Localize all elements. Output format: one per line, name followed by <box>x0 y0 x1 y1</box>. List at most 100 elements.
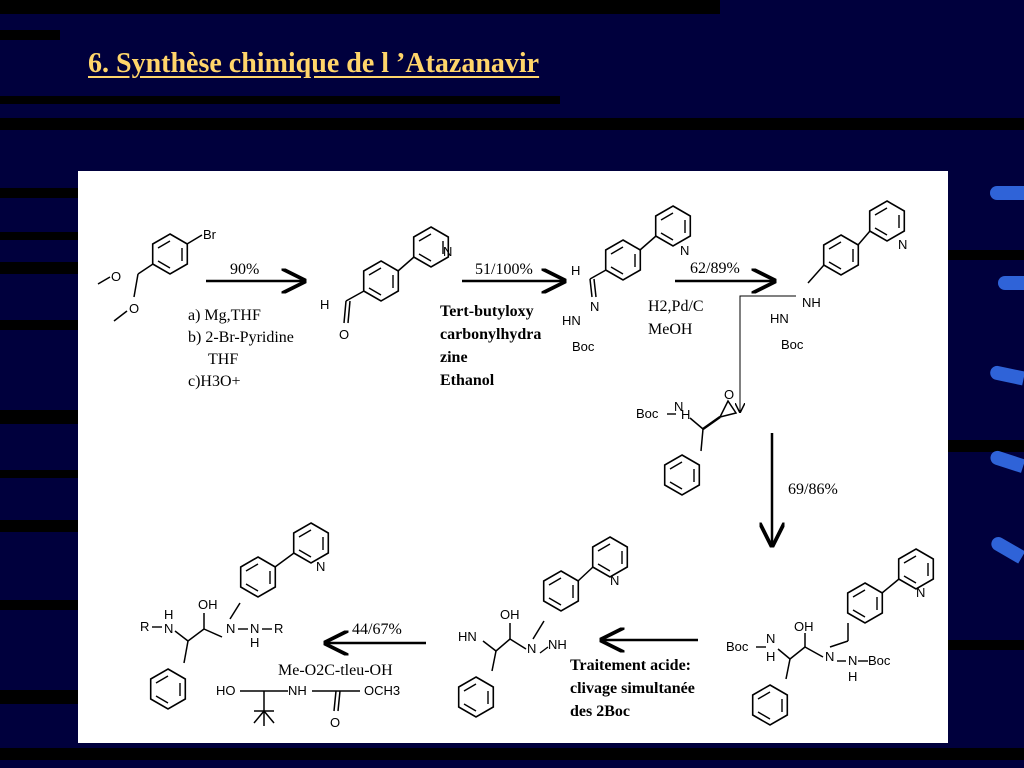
nitrogen-label: N <box>250 621 259 636</box>
nitrogen-label: N <box>226 621 235 636</box>
step2-condition: Tert-butyloxy <box>440 303 534 320</box>
step3-yield: 62/89% <box>690 260 740 277</box>
step6-yield: 44/67% <box>352 621 402 638</box>
background-stripe <box>0 118 1024 130</box>
boc-label: Boc <box>868 653 891 668</box>
nitrogen-label: N <box>898 237 907 252</box>
reaction-scheme-drawing: Br O O N H O N <box>97 200 935 730</box>
aldehyde-intermediate: N H O <box>320 226 452 342</box>
background-stripe <box>0 520 78 532</box>
background-stripe <box>0 30 60 40</box>
deprotected-intermediate: HN OH N N NH <box>457 536 629 718</box>
nh-label: HN <box>458 629 477 644</box>
step3-condition: H2,Pd/C <box>648 298 704 315</box>
step1-yield: 90% <box>230 261 260 278</box>
boc-label: Boc <box>781 337 804 352</box>
hydroxyl-label: OH <box>794 619 814 634</box>
nitrogen-label: N <box>443 244 452 259</box>
bromine-label: Br <box>203 227 217 242</box>
oxygen-label: O <box>129 301 139 316</box>
hydrogen-label: H <box>571 263 580 278</box>
hydroxyl-label: OH <box>198 597 218 612</box>
step2-condition: zine <box>440 349 468 366</box>
nh-label: HN <box>770 311 789 326</box>
step1-condition-a: a) Mg,THF <box>188 307 261 324</box>
background-stripe <box>0 320 78 330</box>
nh-label: NH <box>288 683 307 698</box>
nitrogen-label: N <box>680 243 689 258</box>
background-stripe <box>948 640 1024 650</box>
step2-yield: 51/100% <box>475 261 533 278</box>
decorative-tab <box>998 276 1024 290</box>
background-stripe <box>0 748 1024 760</box>
nh-label: NH <box>548 637 567 652</box>
background-stripe <box>0 0 720 14</box>
boc-label: Boc <box>572 339 595 354</box>
decorative-tab <box>988 449 1024 473</box>
decorative-tab <box>990 186 1024 200</box>
nitrogen-label: N <box>316 559 325 574</box>
step1-condition-b: b) 2-Br-Pyridine <box>188 329 294 346</box>
step5-condition: clivage simultanée <box>570 680 695 697</box>
nitrogen-label: N <box>766 631 775 646</box>
nh-label: HN <box>562 313 581 328</box>
r-group-definition: HO NH O OCH3 <box>216 683 400 730</box>
oxygen-label: O <box>724 387 734 402</box>
hydrazine-intermediate: N NH HN Boc <box>770 200 907 352</box>
nh-label: NH <box>802 295 821 310</box>
bis-boc-intermediate: Boc N H OH N N N H Boc <box>726 548 935 726</box>
background-stripe <box>0 470 78 478</box>
nitrogen-label: N <box>825 649 834 664</box>
connector-line <box>739 295 796 406</box>
boc-label: Boc <box>636 406 659 421</box>
background-stripe <box>0 600 78 610</box>
nitrogen-label: N <box>610 573 619 588</box>
hydrogen-label: H <box>320 297 329 312</box>
oxygen-label: O <box>111 269 121 284</box>
background-stripe <box>948 440 1024 452</box>
epoxide-reagent: Boc N H O <box>636 387 738 496</box>
hydrazone-intermediate: N H N HN Boc <box>562 205 692 354</box>
hydrogen-label: H <box>681 407 690 422</box>
r-group-label: R <box>140 619 149 634</box>
hydrogen-label: H <box>848 669 857 684</box>
nitrogen-label: N <box>848 653 857 668</box>
background-stripe <box>948 250 1024 260</box>
slide-title: 6. Synthèse chimique de l ’Atazanavir <box>88 48 540 79</box>
hydrogen-label: H <box>250 635 259 650</box>
background-stripe <box>0 232 78 240</box>
background-stripe <box>0 188 78 198</box>
step6-reagent: Me-O2C-tleu-OH <box>278 662 393 679</box>
decorative-tab <box>988 364 1024 386</box>
hydroxyl-label: OH <box>500 607 520 622</box>
step4-yield: 69/86% <box>788 481 838 498</box>
hydrogen-label: H <box>766 649 775 664</box>
nitrogen-label: N <box>164 621 173 636</box>
boc-label: Boc <box>726 639 749 654</box>
nitrogen-label: N <box>674 399 683 414</box>
step1-condition-thf: THF <box>208 351 239 368</box>
starting-material: Br O O <box>97 227 217 322</box>
nitrogen-label: N <box>590 299 599 314</box>
step2-condition: carbonylhydra <box>440 326 542 343</box>
decorative-tab <box>988 534 1024 564</box>
background-stripe <box>0 410 78 424</box>
step1-condition-c: c)H3O+ <box>188 373 241 390</box>
background-stripe <box>0 96 560 104</box>
oxygen-label: O <box>339 327 349 342</box>
step2-condition: Ethanol <box>440 372 495 389</box>
nitrogen-label: N <box>527 641 536 656</box>
nitrogen-label: N <box>916 585 925 600</box>
atazanavir-product: R H N OH N N N H R <box>140 522 330 710</box>
step5-condition: Traitement acide: <box>570 657 691 674</box>
synthesis-scheme: Br O O N H O N <box>78 171 948 743</box>
methoxy-label: OCH3 <box>364 683 400 698</box>
oxygen-label: O <box>330 715 340 730</box>
step3-condition: MeOH <box>648 321 693 338</box>
r-group-label: R <box>274 621 283 636</box>
hydroxyl-label: HO <box>216 683 236 698</box>
background-stripe <box>0 262 78 274</box>
background-stripe <box>0 690 78 704</box>
step5-condition: des 2Boc <box>570 703 630 720</box>
hydrogen-label: H <box>164 607 173 622</box>
